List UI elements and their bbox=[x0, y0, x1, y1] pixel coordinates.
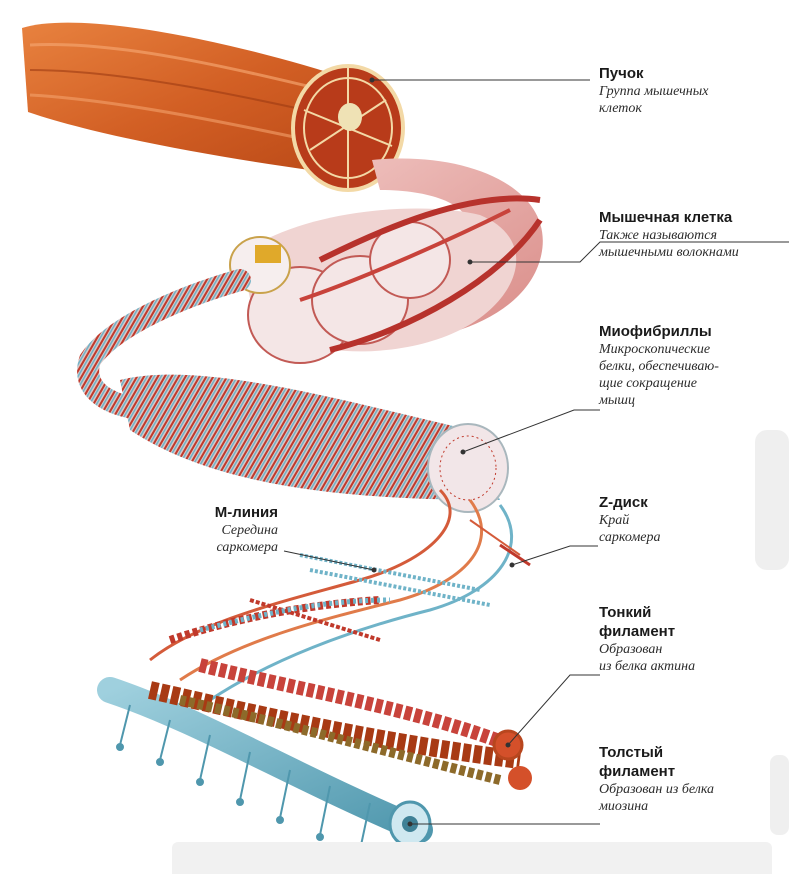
label-bundle-sub-2: клеток bbox=[599, 100, 784, 117]
label-myofibrils-sub-4: мышц bbox=[599, 392, 784, 409]
label-myofibrils-sub-3: щие сокращение bbox=[599, 375, 784, 392]
label-m-line-title: М-линия bbox=[150, 503, 278, 522]
label-bundle-title: Пучок bbox=[599, 64, 784, 83]
label-bundle-sub-1: Группа мышечных bbox=[599, 83, 784, 100]
label-thin-filament-title-1: Тонкий bbox=[599, 603, 784, 622]
bottom-panel bbox=[172, 842, 772, 874]
label-muscle-cell-sub-1: Также называются bbox=[599, 227, 789, 244]
label-thin-filament: Тонкий филамент Образован из белка актин… bbox=[599, 603, 784, 675]
label-muscle-cell-title: Мышечная клетка bbox=[599, 208, 789, 227]
label-m-line-sub-1: Середина bbox=[150, 522, 278, 539]
label-thick-filament-title-1: Толстый bbox=[599, 743, 784, 762]
muscle-cell-shape bbox=[230, 158, 543, 363]
label-muscle-cell-sub-2: мышечными волокнами bbox=[599, 244, 789, 261]
label-thin-filament-sub-2: из белка актина bbox=[599, 658, 784, 675]
label-thick-filament-title-2: филамент bbox=[599, 762, 784, 781]
label-thin-filament-title-2: филамент bbox=[599, 622, 784, 641]
label-bundle: Пучок Группа мышечных клеток bbox=[599, 64, 784, 117]
label-z-disk-title: Z-диск bbox=[599, 493, 784, 512]
label-z-disk-sub-2: саркомера bbox=[599, 529, 784, 546]
label-thick-filament-sub-1: Образован из белка bbox=[599, 781, 784, 798]
label-myofibrils-sub-2: белки, обеспечиваю- bbox=[599, 358, 784, 375]
label-myofibrils-sub-1: Микроскопические bbox=[599, 341, 784, 358]
bundle-shape bbox=[22, 23, 403, 190]
label-z-disk-sub-1: Край bbox=[599, 512, 784, 529]
label-muscle-cell: Мышечная клетка Также называются мышечны… bbox=[599, 208, 789, 261]
label-z-disk: Z-диск Край саркомера bbox=[599, 493, 784, 546]
label-thin-filament-sub-1: Образован bbox=[599, 641, 784, 658]
filaments-shape bbox=[110, 665, 532, 855]
label-m-line: М-линия Середина саркомера bbox=[150, 503, 278, 556]
leader-line-thin-filament bbox=[508, 675, 600, 745]
label-thick-filament: Толстый филамент Образован из белка миоз… bbox=[599, 743, 784, 815]
label-thick-filament-sub-2: миозина bbox=[599, 798, 784, 815]
leader-line-m-line bbox=[284, 551, 374, 570]
label-myofibrils: Миофибриллы Микроскопические белки, обес… bbox=[599, 322, 784, 409]
label-m-line-sub-2: саркомера bbox=[150, 539, 278, 556]
label-myofibrils-title: Миофибриллы bbox=[599, 322, 784, 341]
